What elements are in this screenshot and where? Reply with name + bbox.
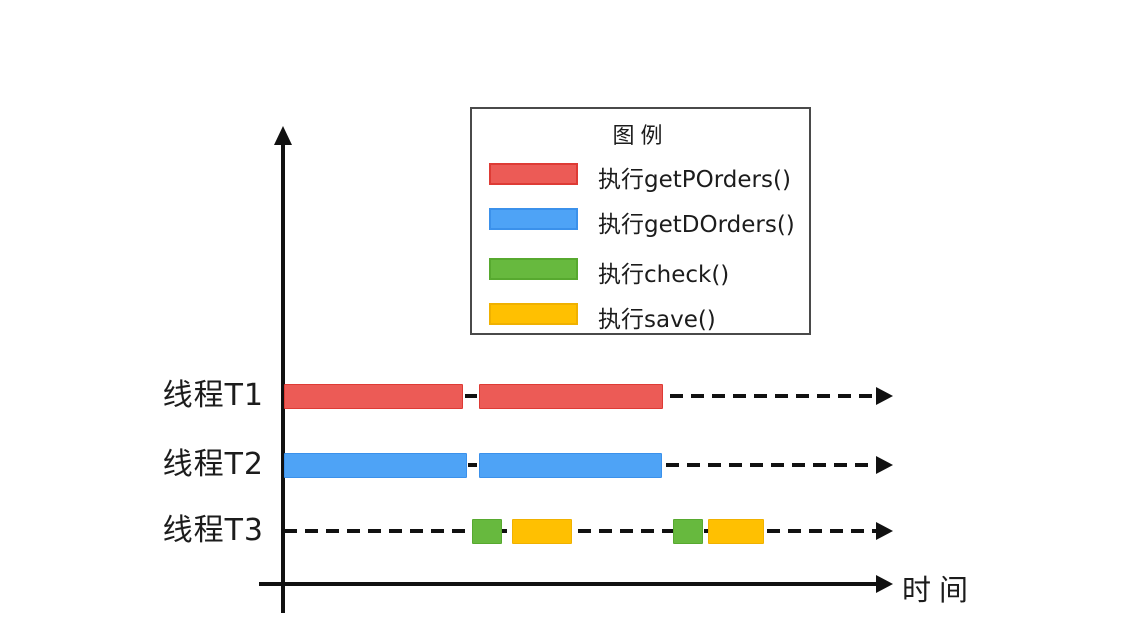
x-axis-label: 时间	[902, 573, 977, 607]
timeline-arrow-icon	[876, 456, 893, 474]
timeline-dashed-line	[284, 529, 876, 533]
legend-item-label: 执行getPOrders()	[598, 167, 791, 193]
bar-getDOrders	[284, 452, 467, 478]
timeline-arrow-icon	[876, 522, 893, 540]
legend-item-getPOrders: 执行getPOrders()	[489, 163, 791, 193]
thread-label: 线程T1	[162, 378, 264, 413]
timeline-solid-line	[465, 394, 477, 398]
legend-swatch-getDOrders	[489, 208, 578, 230]
thread-label: 线程T3	[162, 513, 264, 548]
legend-item-label: 执行save()	[598, 307, 716, 333]
x-axis	[259, 582, 876, 586]
legend-item-save: 执行save()	[489, 303, 789, 333]
timeline-dashed-line	[670, 394, 876, 398]
bar-getDOrders	[479, 452, 662, 478]
legend-swatch-getPOrders	[489, 163, 578, 185]
bar-save	[512, 518, 572, 544]
bar-save	[708, 518, 764, 544]
bar-getPOrders	[479, 383, 663, 409]
legend-item-label: 执行check()	[598, 262, 730, 288]
y-axis-arrow-icon	[274, 126, 292, 145]
x-axis-arrow-icon	[876, 575, 893, 593]
legend-item-check: 执行check()	[489, 258, 789, 288]
y-axis	[281, 142, 285, 613]
bar-check	[673, 518, 703, 544]
legend-item-label: 执行getDOrders()	[598, 212, 795, 238]
legend-swatch-check	[489, 258, 578, 280]
bar-check	[472, 518, 502, 544]
timeline-solid-line	[468, 463, 477, 467]
legend-box: 图例 执行getPOrders() 执行getDOrders() 执行check()…	[470, 107, 811, 335]
legend-item-getDOrders: 执行getDOrders()	[489, 208, 795, 238]
bar-getPOrders	[284, 383, 463, 409]
thread-label: 线程T2	[162, 447, 264, 482]
legend-title: 图例	[612, 124, 669, 149]
timeline-dashed-line	[666, 463, 876, 467]
timeline-arrow-icon	[876, 387, 893, 405]
legend-swatch-save	[489, 303, 578, 325]
